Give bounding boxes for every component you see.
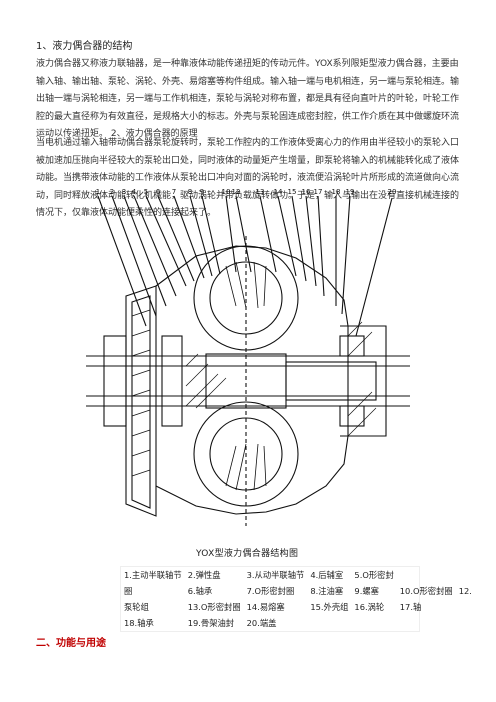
parts-legend: 1.主动半联轴节 2.弹性盘 3.从动半联轴节 4.后辅室 5.O形密封圈 6.轴承 7.O… xyxy=(120,566,472,632)
part-number-label: 7 xyxy=(172,188,176,196)
legend-entry: 1.主动半联轴节 xyxy=(124,570,182,580)
legend-entry: 18.轴承 xyxy=(124,618,154,628)
part-number-label: 4 xyxy=(132,188,137,196)
legend-entry: 3.从动半联轴节 xyxy=(246,570,305,580)
legend-entry: 9.螺塞 xyxy=(354,586,379,596)
legend-entry: 10.O形密封圈 xyxy=(399,586,453,596)
part-number-label: 14 xyxy=(274,188,283,196)
part-number-label: 6 xyxy=(156,188,161,196)
legend-entry: 13.O形密封圈 xyxy=(187,602,241,612)
legend-row: 18.轴承 19.骨架油封 20.端盖 xyxy=(121,615,475,631)
legend-entry: 7.O形密封圈 xyxy=(246,586,295,596)
legend-entry: 17.轴 xyxy=(399,602,422,612)
part-number-label: 17 xyxy=(314,188,323,196)
part-number-label: 9 xyxy=(200,188,204,196)
paragraph-structure: 液力偶合器又称液力联轴器，是一种靠液体动能传递扭矩的传动元件。YOX系列限矩型液… xyxy=(36,59,460,139)
legend-entry: 圈 xyxy=(124,586,133,596)
part-number-label: 1 xyxy=(96,188,100,196)
part-number-label: 18 xyxy=(332,188,341,196)
part-number-label: 13 xyxy=(256,188,265,196)
section-heading-function: 二、功能与用途 xyxy=(36,638,106,649)
part-number-label: 20 xyxy=(388,188,397,196)
part-number-label: 19 xyxy=(346,188,355,196)
part-number-label: 5 xyxy=(144,188,148,196)
legend-row: 泵轮组 13.O形密封圈 14.易熔塞 15.外壳组 16.涡轮 17.轴 xyxy=(121,599,475,615)
legend-entry: 15.外壳组 xyxy=(310,602,349,612)
part-number-label: 10 xyxy=(222,188,231,196)
legend-entry: 19.骨架油封 xyxy=(187,618,235,628)
legend-entry: 16.涡轮 xyxy=(354,602,385,612)
legend-entry: 20.端盖 xyxy=(246,618,277,628)
part-number-label: 15 xyxy=(288,188,297,196)
part-number-label: 8 xyxy=(188,188,192,196)
legend-entry: 14.易熔塞 xyxy=(246,602,285,612)
legend-row: 圈 6.轴承 7.O形密封圈 8.注油塞 9.螺塞 10.O形密封圈 12. xyxy=(121,583,475,599)
legend-entry: 12. xyxy=(458,586,472,596)
heading-structure: 1、液力偶合器的结构 xyxy=(36,41,133,52)
legend-row: 1.主动半联轴节 2.弹性盘 3.从动半联轴节 4.后辅室 5.O形密封 xyxy=(121,567,475,583)
part-number-label: 3 xyxy=(122,188,126,196)
legend-entry: 4.后辅室 xyxy=(310,570,344,580)
legend-entry: 8.注油塞 xyxy=(310,586,344,596)
legend-entry: 泵轮组 xyxy=(124,602,149,612)
legend-entry: 2.弹性盘 xyxy=(187,570,221,580)
part-number-label: 12 xyxy=(232,188,241,196)
paragraph-principle: 当电机通过输入轴带动偶合器泵轮旋转时，泵轮工作腔内的工作液体受离心力的作用由半径… xyxy=(36,138,460,218)
figure-caption: YOX型液力偶合器结构图 xyxy=(196,549,299,559)
part-number-label: 16 xyxy=(302,188,311,196)
part-number-label: 2 xyxy=(110,188,114,196)
legend-entry: 6.轴承 xyxy=(187,586,213,596)
legend-entry: 5.O形密封 xyxy=(354,570,394,580)
